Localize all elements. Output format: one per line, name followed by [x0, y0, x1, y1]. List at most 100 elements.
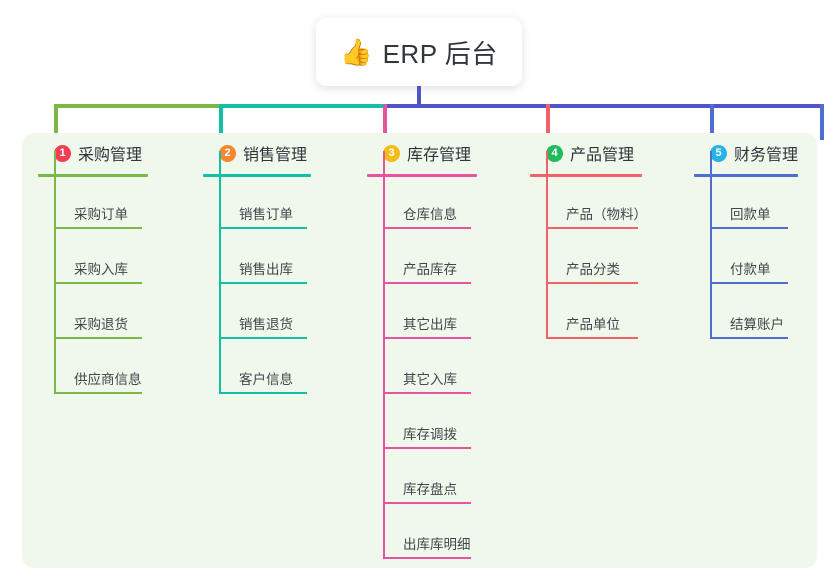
- leaf-item[interactable]: 产品库存: [383, 252, 471, 296]
- leaf-item[interactable]: 销售退货: [219, 307, 307, 351]
- column-underline-3: [367, 174, 477, 177]
- leaf-item[interactable]: 销售订单: [219, 197, 307, 241]
- leaf-item[interactable]: 采购退货: [54, 307, 142, 351]
- leaf-item[interactable]: 产品单位: [546, 307, 638, 351]
- leaf-label: 采购入库: [74, 262, 128, 277]
- column-title-3: 库存管理: [407, 147, 472, 164]
- leaf-label: 客户信息: [239, 372, 293, 387]
- leaf-underline: [219, 392, 307, 394]
- thumbs-up-icon: 👍: [340, 37, 373, 67]
- column-4: 4 产品管理产品（物料） 产品分类产品单位: [530, 140, 647, 339]
- leaf-underline: [383, 557, 471, 559]
- column-5: 5 财务管理回款单付款单结算账户: [694, 140, 798, 339]
- bus-segment-3: [383, 104, 824, 108]
- leaf-underline: [383, 337, 471, 339]
- drop-connector-5: [710, 104, 714, 140]
- leaf-label: 产品单位: [566, 317, 620, 332]
- leaf-underline: [54, 392, 142, 394]
- leaf-label: 销售出库: [239, 262, 293, 277]
- drop-connector-2: [219, 104, 223, 140]
- leaf-label: 仓库信息: [403, 207, 457, 222]
- column-badge-4: 4: [546, 144, 563, 162]
- leaf-item[interactable]: 出库库明细: [383, 527, 471, 571]
- leaf-underline: [54, 282, 142, 284]
- leaf-label: 采购订单: [74, 207, 128, 222]
- column-title-1: 采购管理: [78, 147, 143, 164]
- column-header-2[interactable]: 2 销售管理: [203, 140, 311, 166]
- leaf-label: 产品分类: [566, 262, 620, 277]
- drop-connector-4: [546, 104, 550, 140]
- column-badge-3: 3: [383, 144, 400, 162]
- leaf-item[interactable]: 产品分类: [546, 252, 638, 296]
- column-1: 1 采购管理采购订单采购入库采购退货供应商信息: [38, 140, 148, 394]
- column-title-4: 产品管理: [570, 147, 635, 164]
- leaf-item[interactable]: 采购订单: [54, 197, 142, 241]
- column-badge-2: 2: [219, 144, 236, 162]
- leaf-label: 其它出库: [403, 317, 457, 332]
- column-spine-1: [54, 151, 56, 393]
- leaf-item[interactable]: 其它入库: [383, 362, 471, 406]
- leaf-label: 其它入库: [403, 372, 457, 387]
- leaf-underline: [219, 337, 307, 339]
- column-2: 2 销售管理销售订单销售出库销售退货客户信息: [203, 140, 311, 394]
- leaf-underline: [710, 337, 788, 339]
- leaf-label: 结算账户: [730, 317, 784, 332]
- column-title-5: 财务管理: [734, 147, 799, 164]
- leaf-item[interactable]: 客户信息: [219, 362, 307, 406]
- column-header-3[interactable]: 3 库存管理: [367, 140, 477, 166]
- column-spine-5: [710, 151, 712, 338]
- drop-connector-3: [383, 104, 387, 140]
- leaf-underline: [219, 282, 307, 284]
- column-header-1[interactable]: 1 采购管理: [38, 140, 148, 166]
- bus-segment-2: [219, 104, 387, 108]
- leaf-underline: [546, 227, 638, 229]
- leaf-item[interactable]: 其它出库: [383, 307, 471, 351]
- column-underline-5: [694, 174, 798, 177]
- column-badge-5: 5: [710, 144, 727, 162]
- leaf-item[interactable]: 仓库信息: [383, 197, 471, 241]
- leaf-label: 采购退货: [74, 317, 128, 332]
- leaf-underline: [383, 282, 471, 284]
- leaf-underline: [383, 227, 471, 229]
- leaf-underline: [219, 227, 307, 229]
- leaf-underline: [54, 227, 142, 229]
- leaf-item[interactable]: 库存调拨: [383, 417, 471, 461]
- column-spine-2: [219, 151, 221, 393]
- column-header-5[interactable]: 5 财务管理: [694, 140, 798, 166]
- root-stem-connector: [417, 86, 421, 108]
- leaf-underline: [546, 282, 638, 284]
- bus-right-elbow: [820, 104, 824, 140]
- leaf-item[interactable]: 销售出库: [219, 252, 307, 296]
- leaf-item[interactable]: 库存盘点: [383, 472, 471, 516]
- root-node-card[interactable]: 👍 ERP 后台: [316, 18, 522, 86]
- bus-segment-1: [54, 104, 223, 108]
- leaf-label: 库存调拨: [403, 427, 457, 442]
- column-underline-1: [38, 174, 148, 177]
- leaf-underline: [54, 337, 142, 339]
- leaf-underline: [546, 337, 638, 339]
- leaf-label: 销售订单: [239, 207, 293, 222]
- leaf-underline: [383, 447, 471, 449]
- leaf-label: 产品（物料）: [566, 207, 647, 222]
- leaf-label: 库存盘点: [403, 482, 457, 497]
- leaf-label: 产品库存: [403, 262, 457, 277]
- column-underline-2: [203, 174, 311, 177]
- leaf-item[interactable]: 采购入库: [54, 252, 142, 296]
- column-title-2: 销售管理: [243, 147, 308, 164]
- leaf-item[interactable]: 结算账户: [710, 307, 788, 351]
- leaf-label: 供应商信息: [74, 372, 142, 387]
- leaf-item[interactable]: 供应商信息: [54, 362, 142, 406]
- leaf-underline: [710, 282, 788, 284]
- leaf-item[interactable]: 付款单: [710, 252, 788, 296]
- leaf-underline: [383, 392, 471, 394]
- leaf-underline: [383, 502, 471, 504]
- leaf-label: 付款单: [730, 262, 771, 277]
- column-header-4[interactable]: 4 产品管理: [530, 140, 642, 166]
- leaf-item[interactable]: 回款单: [710, 197, 788, 241]
- column-badge-1: 1: [54, 144, 71, 162]
- column-spine-3: [383, 151, 385, 558]
- leaf-item[interactable]: 产品（物料）: [546, 197, 647, 241]
- leaf-underline: [710, 227, 788, 229]
